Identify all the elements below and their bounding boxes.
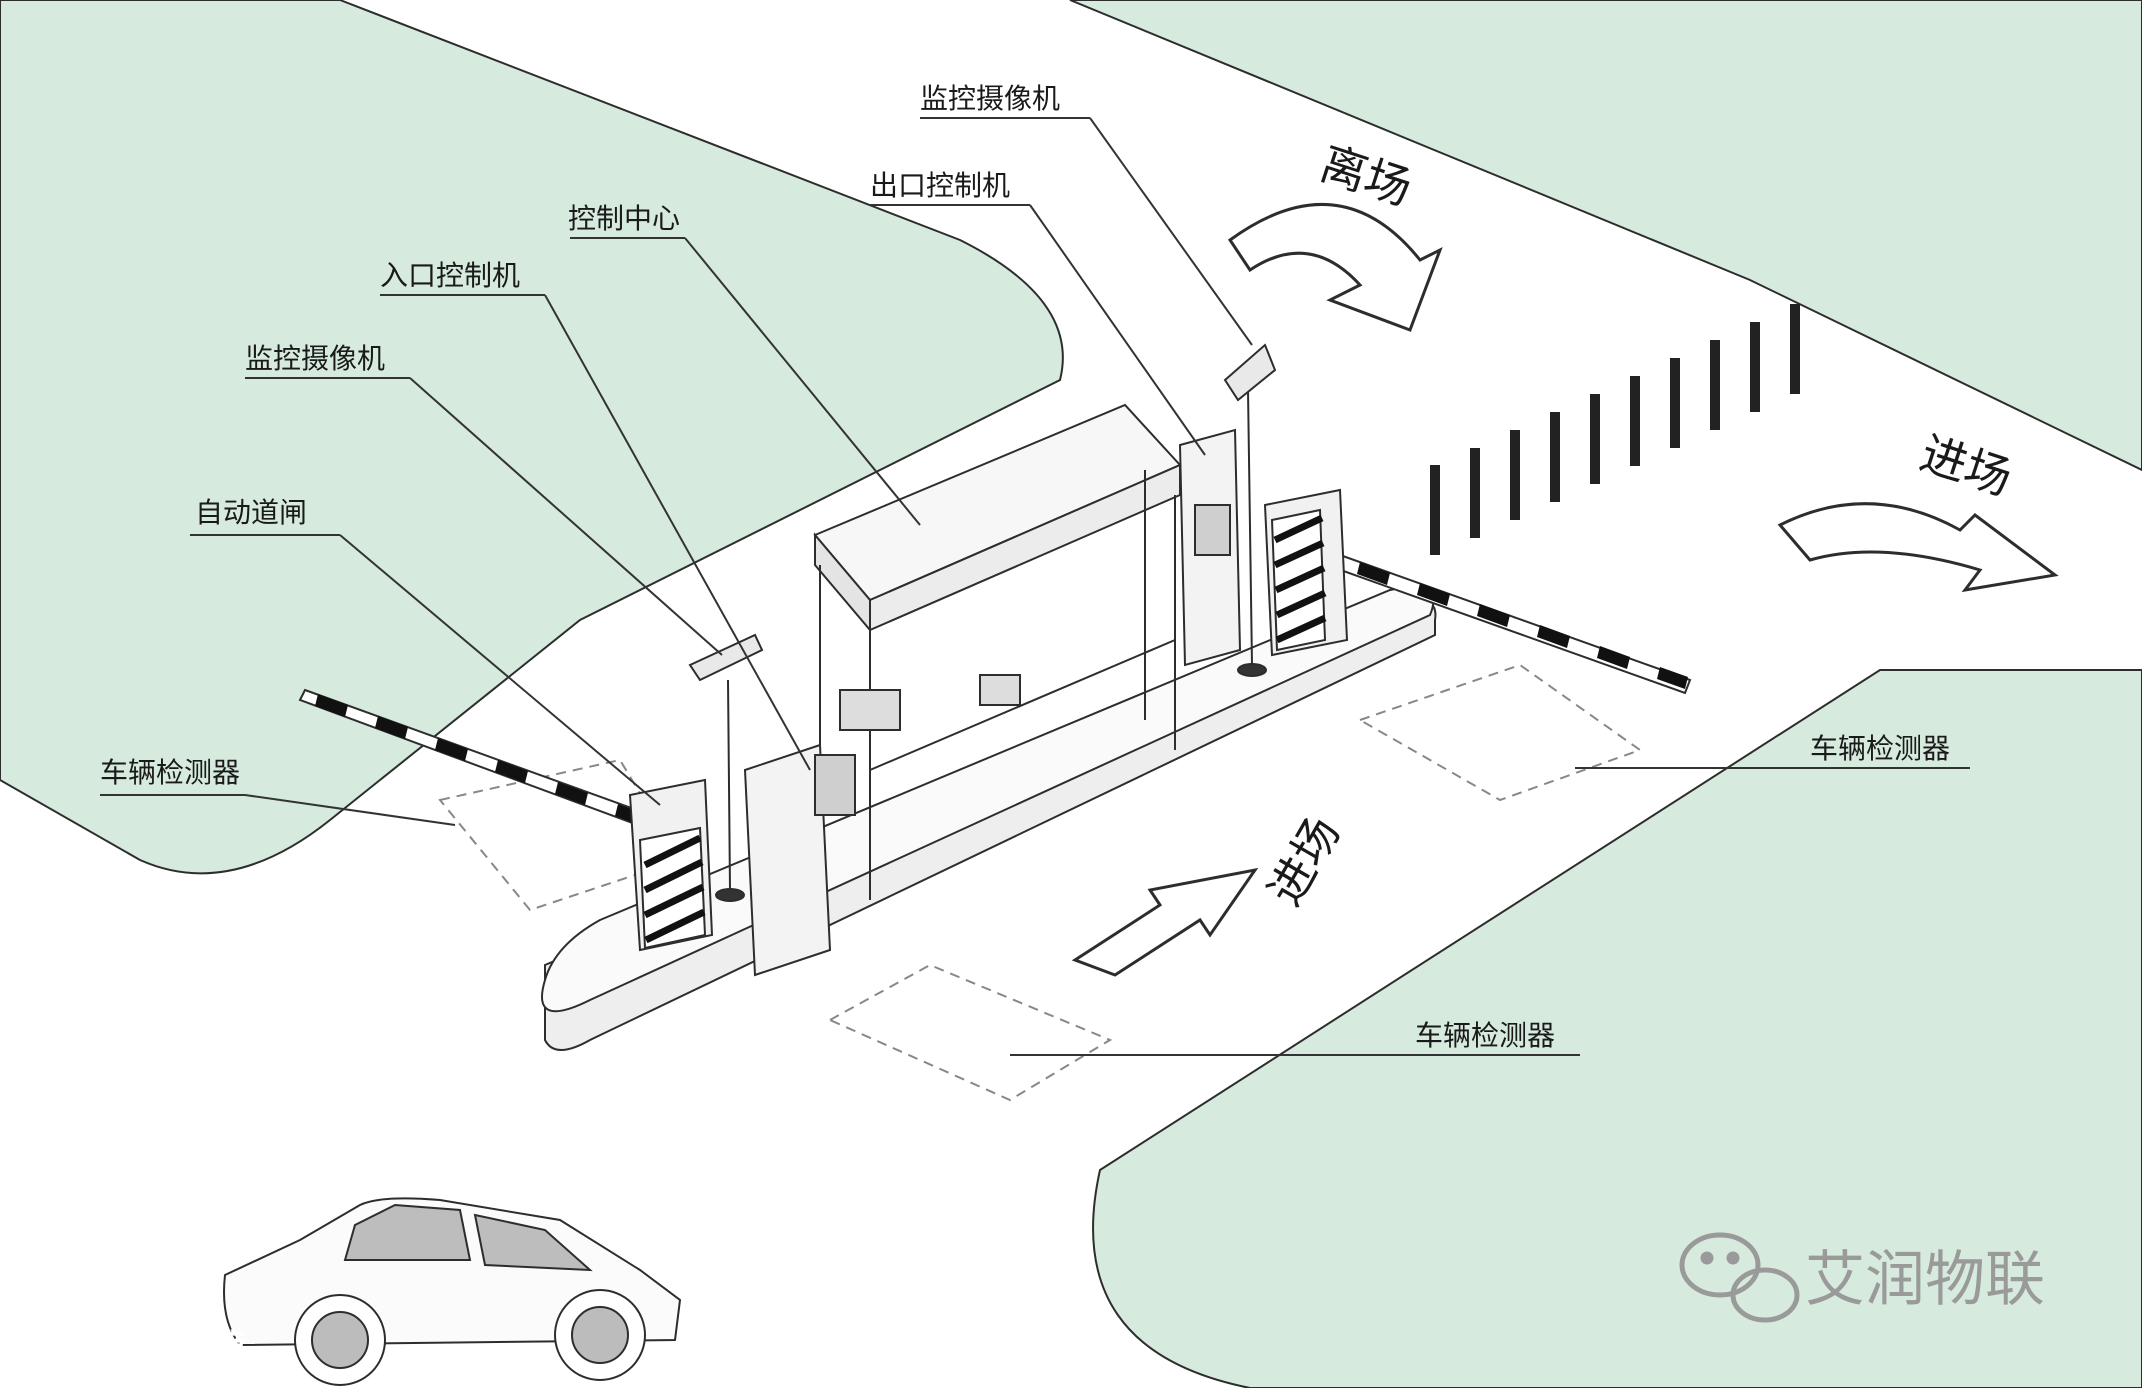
exit-arrow-icon bbox=[1227, 202, 1443, 332]
vehicle-detector-zone-bottom bbox=[827, 963, 1113, 1102]
watermark-wechat-account: 艾润物联 bbox=[1805, 1245, 2045, 1315]
green-area-top-left bbox=[0, 0, 1064, 875]
vehicle-detector-zone-left bbox=[438, 758, 682, 912]
green-area-top-right bbox=[1069, 0, 2142, 472]
direction-enter-center: 进场 bbox=[1258, 808, 1351, 915]
label-control-center: 控制中心 bbox=[568, 202, 680, 235]
label-entry-controller: 入口控制机 bbox=[380, 259, 520, 292]
dashuju-logo-icon bbox=[17, 1330, 80, 1368]
label-vehicle-detector-bottom: 车辆检测器 bbox=[1415, 1019, 1555, 1052]
vehicle-detector-zone-right bbox=[1357, 663, 1643, 802]
label-monitor-camera-left: 监控摄像机 bbox=[245, 342, 385, 375]
auto-gate-right bbox=[1263, 488, 1692, 695]
direction-enter-right: 进场 bbox=[1914, 426, 2018, 506]
leader-lines bbox=[100, 117, 1970, 1056]
exit-controller bbox=[1178, 428, 1242, 667]
enter-arrow-center-icon bbox=[1071, 867, 1259, 977]
green-area-bottom-right bbox=[1092, 669, 2142, 1388]
enter-arrow-right-icon bbox=[1777, 502, 2059, 593]
control-center-booth bbox=[813, 403, 1182, 900]
label-exit-controller: 出口控制机 bbox=[870, 169, 1010, 202]
label-vehicle-detector-left: 车辆检测器 bbox=[100, 756, 240, 789]
label-auto-gate: 自动道闸 bbox=[195, 496, 307, 529]
spike-strip bbox=[1430, 304, 1800, 555]
car-icon bbox=[223, 1197, 682, 1386]
monitor-camera-right bbox=[1223, 343, 1277, 677]
label-monitor-camera-top: 监控摄像机 bbox=[920, 82, 1060, 115]
monitor-camera-left bbox=[688, 633, 764, 902]
wechat-icon bbox=[1679, 1232, 1800, 1323]
label-vehicle-detector-right: 车辆检测器 bbox=[1810, 732, 1950, 765]
watermark-source: 大数跨境 bbox=[95, 1327, 247, 1371]
entry-controller bbox=[743, 743, 856, 977]
auto-gate-left bbox=[298, 688, 714, 952]
